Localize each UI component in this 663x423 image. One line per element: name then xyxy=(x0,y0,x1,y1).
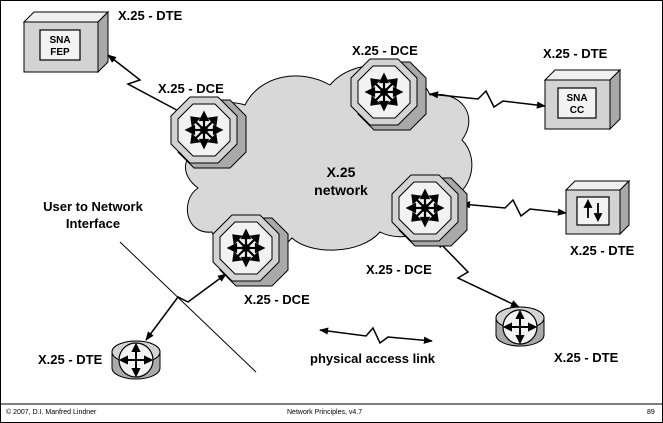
footer-copyright: © 2007, D.I. Manfred Lindner xyxy=(6,409,97,416)
fep-line2: FEP xyxy=(50,47,70,58)
legend-link-symbol xyxy=(319,326,433,345)
link-bottom-right xyxy=(436,239,520,308)
right-dte-label: X.25 - DTE xyxy=(570,243,635,258)
top-dce-label: X.25 - DCE xyxy=(352,43,418,58)
link-right-dte xyxy=(461,198,567,218)
cc-line1: SNA xyxy=(566,93,587,104)
router-bottom-right xyxy=(495,306,545,347)
bottom-dce-label: X.25 - DCE xyxy=(244,292,310,307)
link-bottom-left xyxy=(145,273,227,341)
legend-link-label: physical access link xyxy=(310,351,436,366)
link-fep xyxy=(107,54,187,116)
footer-course: Network Principles, v4.7 xyxy=(287,409,363,416)
cc-line2: CC xyxy=(570,105,584,116)
fep-dte-label: X.25 - DTE xyxy=(118,8,183,23)
network-label: X.25 network xyxy=(314,164,368,198)
footer-page-number: 89 xyxy=(647,409,655,416)
right-dce-label: X.25 - DCE xyxy=(366,262,432,277)
dce-switch-left xyxy=(170,96,247,169)
cc-dte-label: X.25 - DTE xyxy=(543,46,608,61)
bottom-right-dte-label: X.25 - DTE xyxy=(554,350,619,365)
router-bottom-left xyxy=(111,340,161,380)
sna-cc-terminal: SNA CC xyxy=(543,68,622,131)
dce-switch-top xyxy=(350,58,427,131)
link-cc xyxy=(429,89,546,109)
uni-label: User to Network Interface xyxy=(43,199,143,231)
bottom-left-dte-label: X.25 - DTE xyxy=(38,352,103,367)
dce-switch-right xyxy=(391,174,468,247)
sna-fep-terminal: SNA FEP xyxy=(22,10,110,74)
left-dce-label: X.25 - DCE xyxy=(158,81,224,96)
fep-line1: SNA xyxy=(49,35,70,46)
dce-switch-bottom xyxy=(212,214,289,287)
interface-line xyxy=(119,241,257,373)
right-dte-terminal xyxy=(564,179,631,236)
